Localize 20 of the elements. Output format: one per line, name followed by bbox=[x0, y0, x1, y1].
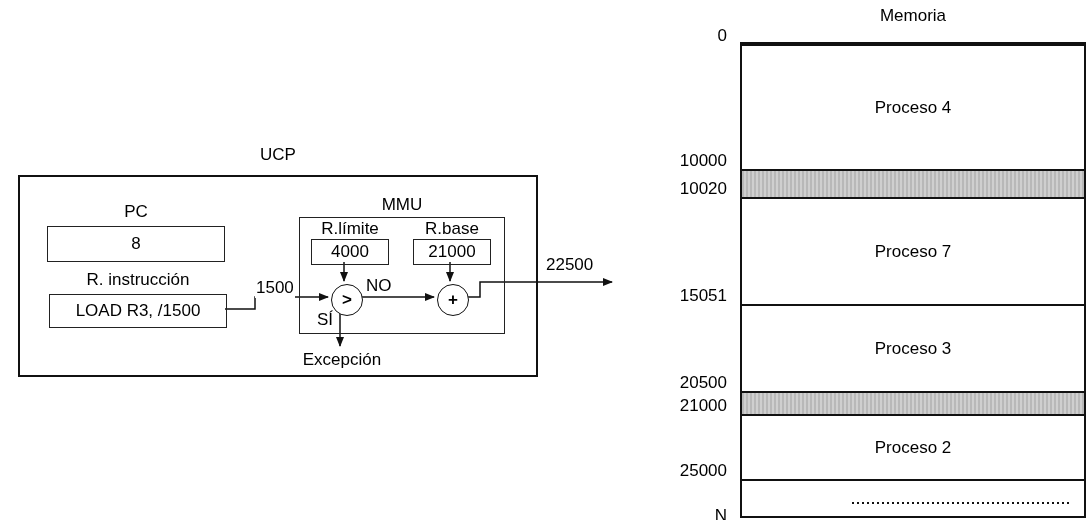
arrow bbox=[340, 261, 348, 282]
operator-circle: + bbox=[437, 284, 469, 316]
memory-segment: Proceso 2 bbox=[742, 414, 1084, 479]
edge-label: 1500 bbox=[255, 278, 295, 298]
exception-text: Excepción bbox=[292, 348, 392, 372]
register-box: 4000 bbox=[311, 239, 389, 265]
register-label: PC bbox=[123, 202, 149, 223]
register-box: LOAD R3, /1500 bbox=[49, 294, 227, 328]
register-box: 8 bbox=[47, 226, 225, 262]
register-label: R.límite bbox=[320, 219, 380, 239]
arrow bbox=[446, 261, 454, 282]
register-box: 21000 bbox=[413, 239, 491, 265]
group-title: Memoria bbox=[878, 6, 948, 27]
group-title: MMU bbox=[380, 195, 424, 216]
group-title: UCP bbox=[259, 145, 297, 166]
occupied-band bbox=[742, 169, 1084, 197]
memory-segment: Proceso 7 bbox=[742, 197, 1084, 304]
occupied-band bbox=[742, 391, 1084, 414]
register-label: R.base bbox=[424, 219, 480, 239]
register-label: R. instrucción bbox=[85, 270, 191, 291]
